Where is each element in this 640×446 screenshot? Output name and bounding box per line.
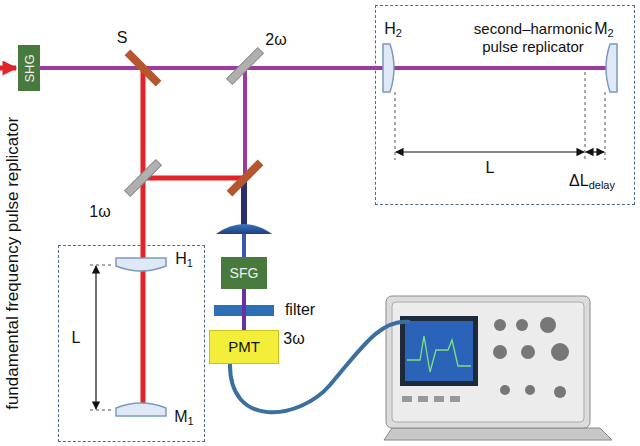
part-label: M1: [174, 408, 193, 427]
part-label: H2: [384, 20, 402, 39]
region-title: second–harmonic pulse replicator: [458, 20, 608, 56]
component-name: SFG: [230, 265, 259, 281]
part-label: L: [486, 159, 495, 177]
dimension-arrow: [396, 151, 584, 152]
focused-beam: [242, 232, 246, 258]
beam-connector: [242, 289, 246, 330]
part-label: H1: [175, 250, 193, 269]
dimension-arrow: [586, 151, 604, 152]
dimension-arrow: [95, 266, 96, 409]
curved-mirror-h2: [383, 44, 394, 92]
input-beam: [0, 66, 16, 71]
part-label: 1ω: [89, 203, 110, 221]
fundamental-beam: [141, 68, 146, 408]
oscilloscope: [384, 296, 612, 440]
part-label: filter: [285, 301, 315, 319]
component-box: SHG: [18, 45, 40, 91]
dichroic-mirror-2w: [227, 48, 264, 85]
curved-mirror-h1: [116, 258, 166, 271]
dichroic-mirror-1w: [125, 160, 162, 197]
region-title: fundamental frequency pulse replicator: [4, 116, 23, 409]
part-label: 2ω: [265, 31, 286, 49]
beam-splitter: [125, 50, 162, 87]
second-harmonic-beam: [40, 66, 612, 70]
focusing-lens: [216, 224, 272, 234]
part-label: 3ω: [283, 330, 304, 348]
part-label: L: [72, 329, 81, 347]
component-name: PMT: [228, 338, 260, 355]
curved-mirror-m2: [606, 44, 617, 92]
second-harmonic-return-beam: [243, 68, 247, 178]
part-label: M2: [594, 20, 613, 39]
component-box: SFG: [221, 257, 268, 289]
component-name: SHG: [23, 54, 36, 82]
part-label: ΔLdelay: [569, 172, 615, 191]
part-label: S: [117, 29, 128, 47]
fundamental-return-beam: [143, 176, 245, 181]
beam-combiner: [227, 160, 264, 197]
curved-mirror-m1: [116, 403, 166, 416]
component-box: PMT: [209, 330, 279, 364]
